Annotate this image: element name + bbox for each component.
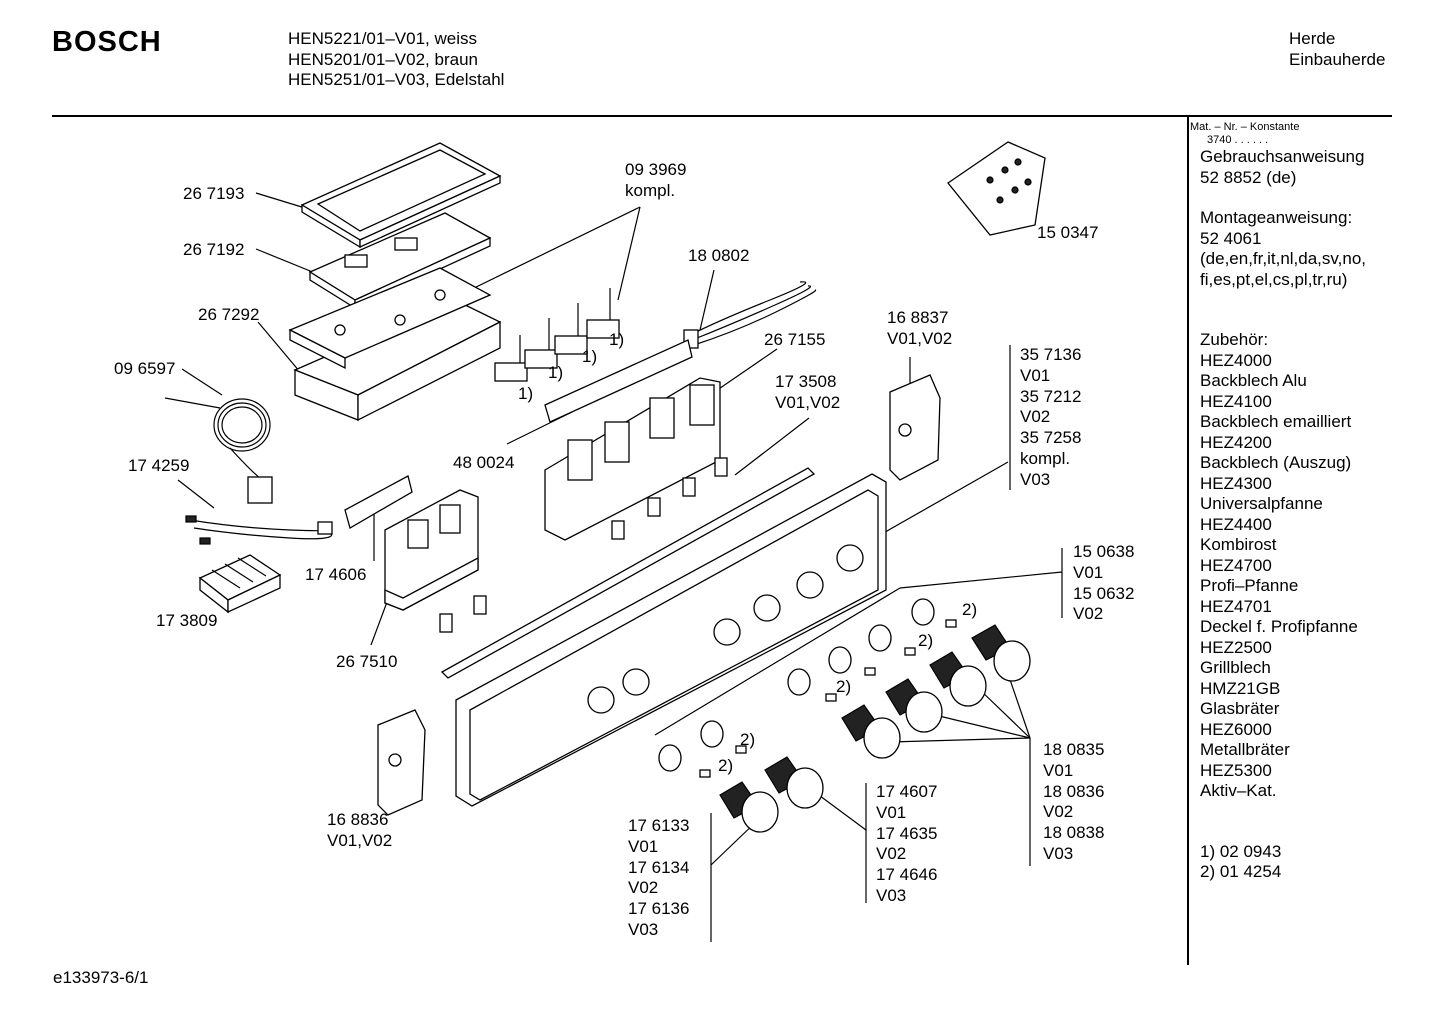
- switch-set-part: [494, 288, 620, 382]
- accessory-item: HEZ4200: [1200, 432, 1272, 452]
- inserts: [699, 619, 957, 778]
- bracket-strip-part: [544, 339, 693, 423]
- category-line: Herde: [1289, 29, 1336, 48]
- part-label: 15 0638 V01 15 0632 V02: [1073, 542, 1135, 624]
- accessory-item: Backblech Alu: [1200, 371, 1307, 390]
- accessory-item: HEZ4100: [1200, 391, 1272, 411]
- footnote-marker: 2): [718, 756, 734, 775]
- footnote-marker: 2): [836, 677, 852, 696]
- part-label: 16 8836 V01,V02: [327, 810, 393, 850]
- trim-strip-part: [440, 467, 816, 679]
- base-box-part: [288, 267, 502, 422]
- cable-harness-part: [185, 515, 333, 545]
- accessory-item: Metallbräter: [1200, 740, 1290, 759]
- thermostat-coil-part: [164, 397, 273, 504]
- install-line: 52 4061: [1200, 228, 1262, 248]
- accessory-item: HEZ4700: [1200, 555, 1272, 575]
- part-label: 16 8837 V01,V02: [887, 308, 953, 348]
- accessory-item: HEZ4000: [1200, 350, 1272, 370]
- manual-line: 52 8852 (de): [1200, 167, 1297, 187]
- mounting-bracket-right-part: [889, 374, 941, 481]
- model-list: HEN5221/01–V01, weiss HEN5201/01–V02, br…: [288, 29, 504, 91]
- part-label: 15 0347: [1037, 223, 1099, 242]
- part-label: 48 0024: [453, 453, 515, 472]
- part-label: 18 0835 V01 18 0836 V02 18 0838 V03: [1043, 740, 1105, 863]
- footnote-marker: 1): [582, 347, 598, 366]
- control-panel-part: [455, 473, 887, 807]
- install-line: (de,en,fr,it,nl,da,sv,no,: [1200, 249, 1366, 268]
- mat-header: Mat. – Nr. – Konstante: [1190, 121, 1300, 133]
- model-line: HEN5251/01–V03, Edelstahl: [288, 70, 505, 89]
- part-label: 26 7510: [336, 652, 398, 671]
- part-label: 17 4607 V01 17 4635 V02 17 4646 V03: [876, 782, 938, 905]
- part-label: 17 3508 V01,V02: [775, 372, 841, 412]
- accessory-item: HMZ21GB: [1200, 678, 1281, 698]
- accessory-item: Glasbräter: [1200, 699, 1280, 718]
- switch-module-left-part: [384, 489, 479, 611]
- brand-logo: BOSCH: [52, 26, 162, 58]
- footnote-marker: 2): [962, 600, 978, 619]
- accessory-item: Grillblech: [1200, 658, 1271, 677]
- part-label: 17 6133 V01 17 6134 V02 17 6136 V03: [628, 816, 690, 939]
- part-label: 17 3809: [156, 611, 218, 630]
- accessory-item: Backblech (Auszug): [1200, 453, 1352, 472]
- footnote-marker: 2): [740, 730, 756, 749]
- terminal-block-part: [198, 554, 282, 614]
- category-line: Einbauherde: [1289, 49, 1386, 69]
- install-line: fi,es,pt,el,cs,pl,tr,ru): [1200, 269, 1348, 289]
- mat-value: 3740 . . . . . .: [1207, 134, 1269, 146]
- accessory-item: Deckel f. Profipfanne: [1200, 617, 1358, 636]
- accessory-item: Profi–Pfanne: [1200, 576, 1299, 595]
- accessory-item: Universalpfanne: [1200, 494, 1323, 513]
- manual-line: Gebrauchsanweisung: [1200, 147, 1365, 166]
- accessory-item: HEZ2500: [1200, 637, 1272, 657]
- part-label: 26 7192: [183, 240, 245, 259]
- model-line: HEN5221/01–V01, weiss: [288, 29, 478, 48]
- category: Herde Einbauherde: [1289, 29, 1385, 70]
- accessory-item: Aktiv–Kat.: [1200, 781, 1277, 800]
- housing-frame-part: [300, 142, 502, 249]
- part-label: 09 3969 kompl.: [625, 160, 687, 200]
- part-label: 18 0802: [688, 246, 750, 265]
- model-line: HEN5201/01–V02, braun: [288, 49, 478, 69]
- footnote-marker: 1): [609, 330, 625, 349]
- part-label: 17 4606: [305, 565, 367, 584]
- accessory-item: Kombirost: [1200, 535, 1277, 554]
- mounting-bracket-left-part: [377, 709, 426, 816]
- footnote: 2) 01 4254: [1200, 862, 1282, 881]
- sidebar: Mat. – Nr. – Konstante 3740 . . . . . . …: [1190, 121, 1400, 883]
- accessories-title: Zubehör:: [1200, 330, 1269, 349]
- part-label: 26 7155: [764, 330, 826, 349]
- accessory-item: HEZ4701: [1200, 596, 1272, 616]
- doc-id: e133973-6/1: [53, 968, 149, 987]
- part-label: 17 4259: [128, 456, 190, 475]
- header-divider: [52, 115, 1392, 117]
- footnote-marker: 2): [918, 631, 934, 650]
- footnote: 1) 02 0943: [1200, 841, 1282, 861]
- accessory-item: HEZ5300: [1200, 760, 1272, 780]
- part-label: 26 7193: [183, 184, 245, 203]
- clips: [439, 457, 728, 633]
- knobs: [719, 624, 1031, 833]
- footnote-marker: 1): [548, 363, 564, 382]
- accessory-item: HEZ4300: [1200, 473, 1272, 493]
- sidebar-divider: [1187, 115, 1189, 965]
- part-label: 26 7292: [198, 305, 260, 324]
- part-label: 35 7136 V01 35 7212 V02 35 7258 kompl. V…: [1020, 345, 1082, 489]
- footnote-marker: 1): [518, 384, 534, 403]
- accessory-item: Backblech emailliert: [1200, 412, 1352, 431]
- rings: [658, 598, 935, 772]
- screw-bag-part: [947, 141, 1046, 236]
- accessory-item: HEZ6000: [1200, 719, 1272, 739]
- install-line: Montageanweisung:: [1200, 208, 1353, 227]
- accessory-item: HEZ4400: [1200, 514, 1272, 534]
- plate-part: [344, 475, 413, 529]
- part-label: 09 6597: [114, 359, 176, 378]
